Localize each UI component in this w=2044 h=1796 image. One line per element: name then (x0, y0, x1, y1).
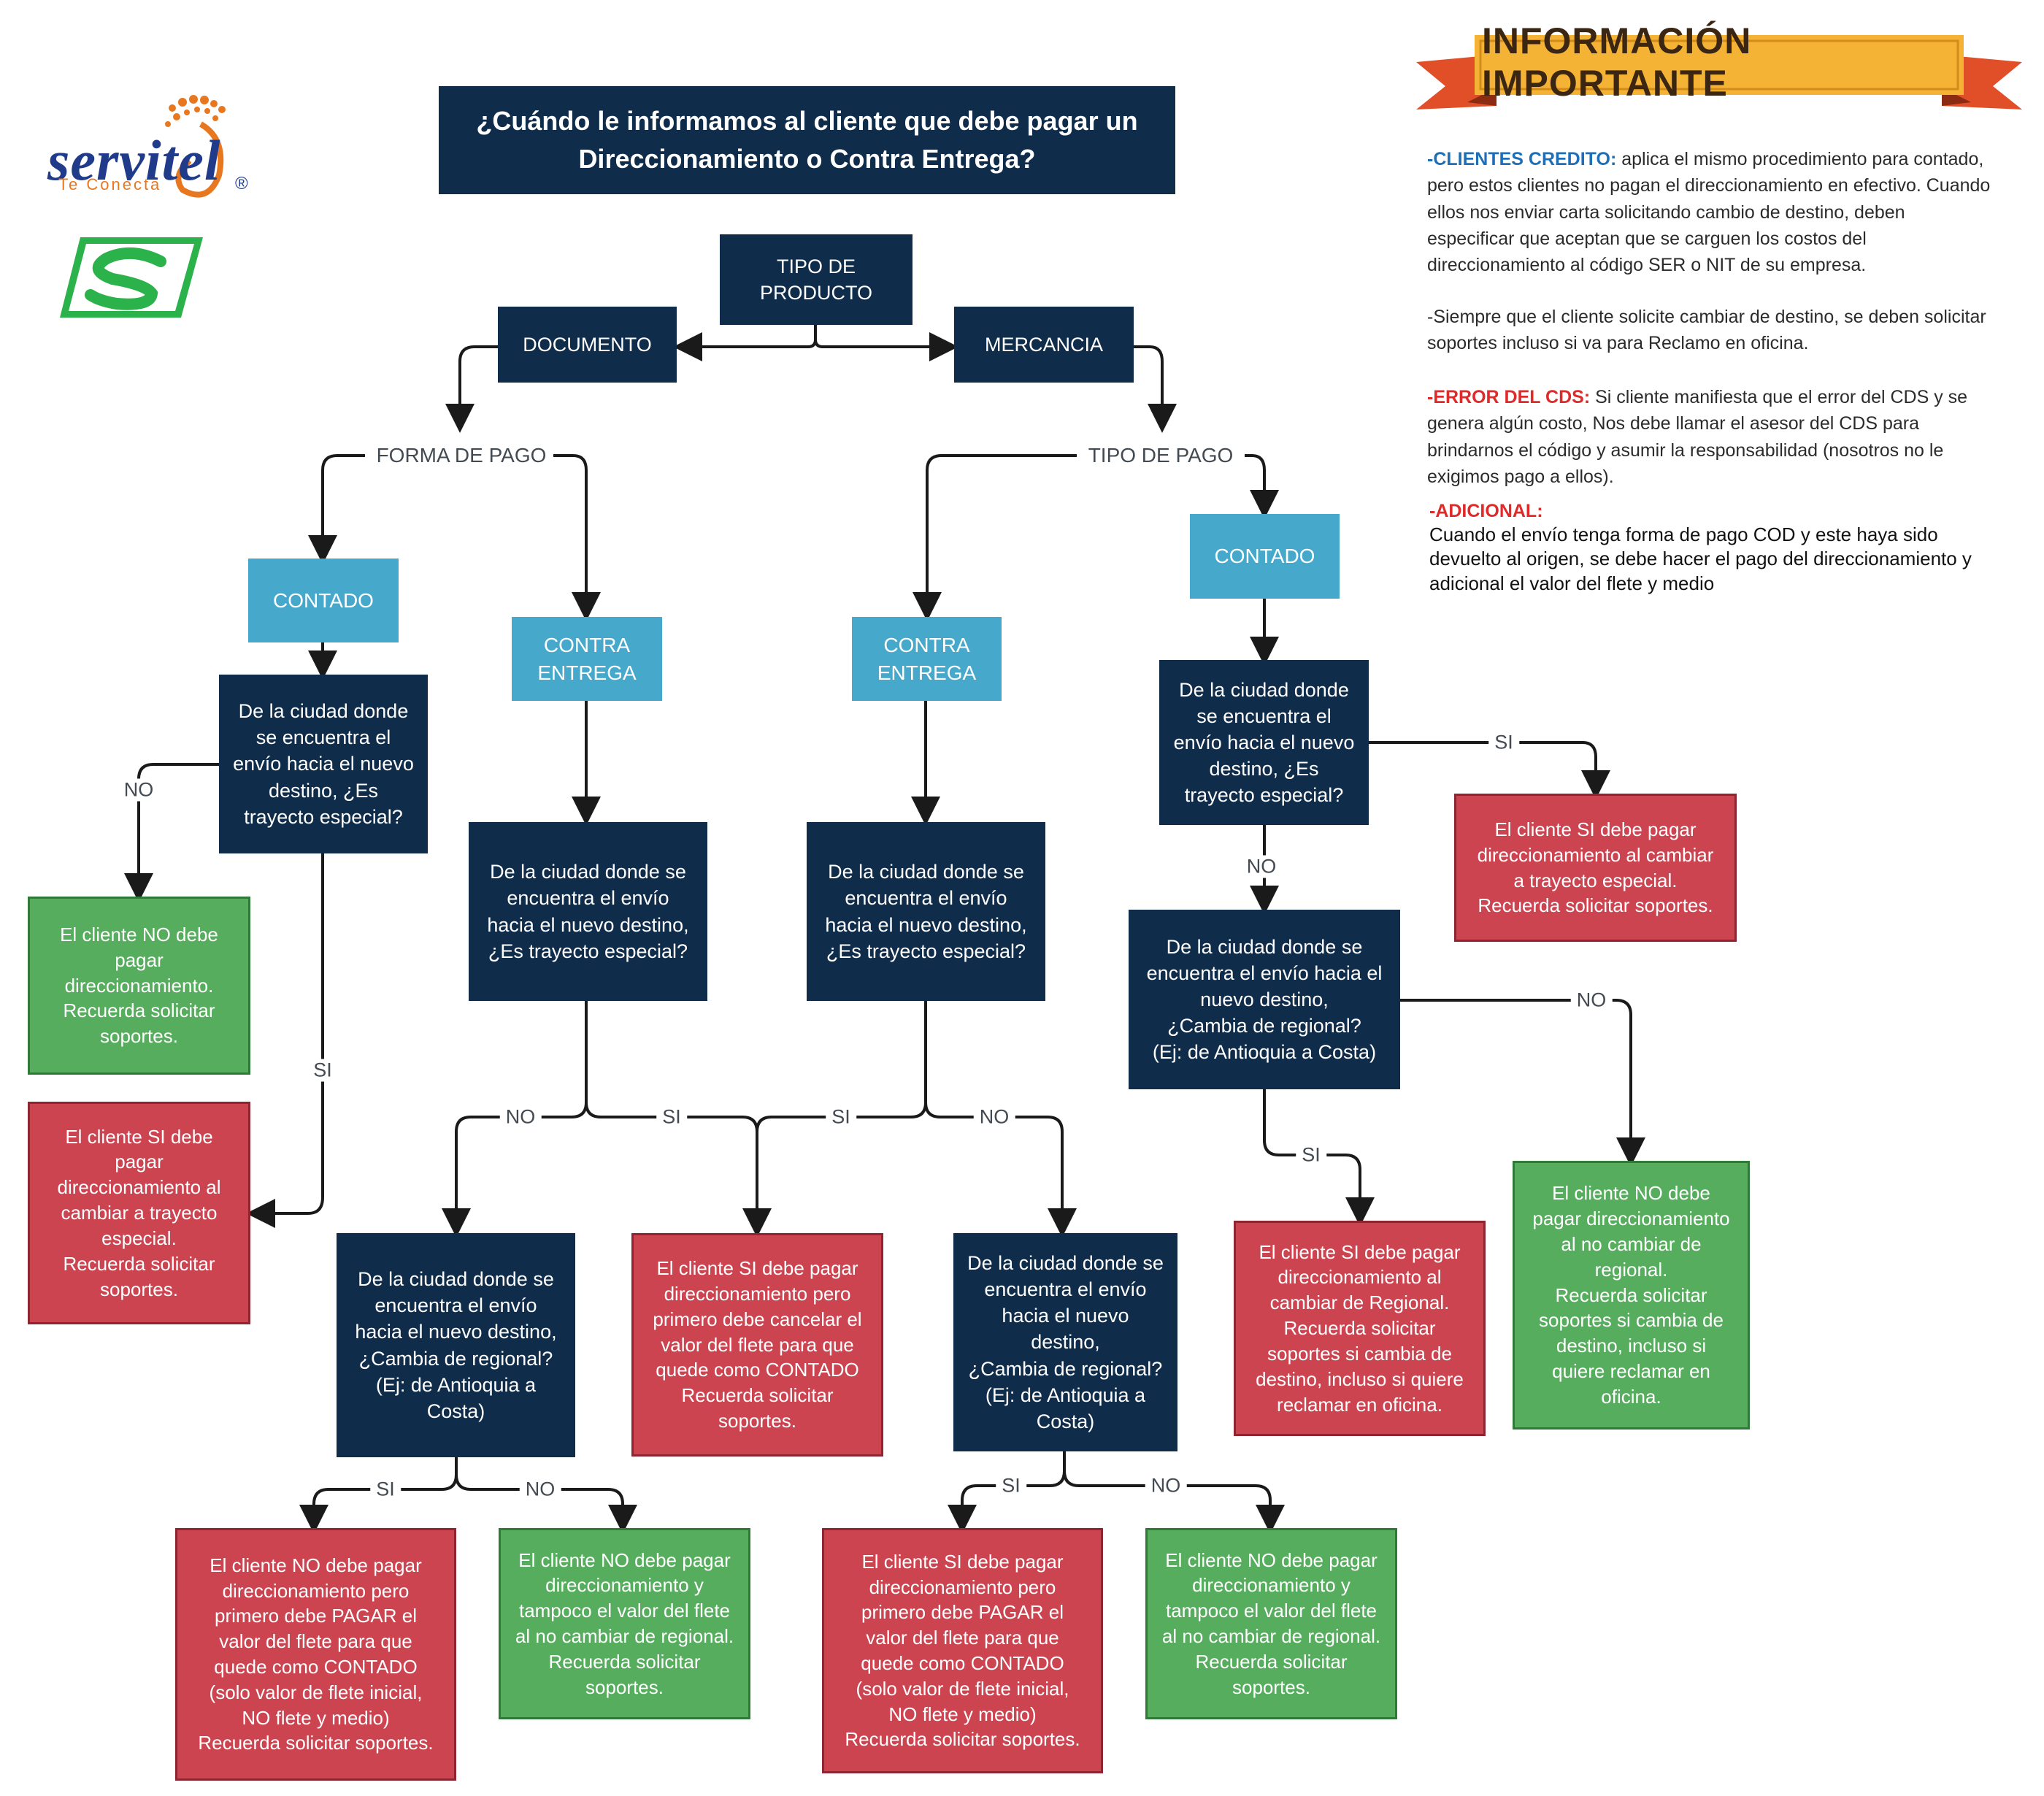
node-question-mid2: De la ciudad donde se encuentra el envío… (807, 822, 1045, 1001)
outcome-pay-right-regional: El cliente SI debe pagar direccionamient… (1234, 1221, 1486, 1436)
node-question-left: De la ciudad donde se encuentra el envío… (219, 675, 428, 853)
outcome-pay-left: El cliente SI debe pagar direccionamient… (28, 1102, 250, 1324)
node-tipo-producto: TIPO DE PRODUCTO (720, 234, 912, 325)
edge-label-si: SI (656, 1105, 687, 1129)
logo-registered: ® (235, 174, 248, 193)
info-paragraph-error-cds: -ERROR DEL CDS: Si cliente manifiesta qu… (1427, 384, 1997, 490)
logo-tagline: Te Conecta (58, 175, 162, 193)
connector-forma-contado (308, 454, 365, 564)
node-contra-entrega-1: CONTRA ENTREGA (512, 617, 662, 701)
connector-documento (673, 325, 817, 361)
node-question-right: De la ciudad donde se encuentra el envío… (1159, 660, 1369, 825)
edge-label-no: NO (118, 778, 160, 802)
edge-label-no: NO (1145, 1474, 1187, 1497)
outcome-bottom-3: El cliente SI debe pagar direccionamient… (822, 1528, 1103, 1773)
outcome-bottom-2: El cliente NO debe pagar direccionamient… (499, 1528, 750, 1719)
outcome-pay-mid: El cliente SI debe pagar direccionamient… (631, 1233, 883, 1457)
outcome-pay-right-special: El cliente SI debe pagar direccionamient… (1454, 794, 1737, 942)
logo-brand: servitel (47, 128, 221, 192)
s-emblem-icon (58, 234, 204, 321)
outcome-bottom-1: El cliente NO debe pagar direccionamient… (175, 1528, 456, 1781)
page-title: ¿Cuándo le informamos al cliente que deb… (439, 86, 1175, 194)
connector-tipo-contra (912, 454, 1077, 621)
info-key-error-cds: -ERROR DEL CDS: (1427, 387, 1591, 407)
edge-label-si: SI (1488, 731, 1519, 754)
node-documento: DOCUMENTO (498, 307, 677, 383)
connector-doc-forma (445, 345, 498, 433)
info-paragraph-credito: -CLIENTES CREDITO: aplica el mismo proce… (1427, 146, 1997, 278)
edge-label-si: SI (996, 1474, 1026, 1497)
node-question-mid2-regional: De la ciudad donde se encuentra el envío… (953, 1233, 1177, 1451)
label-tipo-de-pago: TIPO DE PAGO (1082, 444, 1240, 467)
info-text-adicional: Cuando el envío tenga forma de pago COD … (1429, 523, 1972, 594)
node-mercancia: MERCANCIA (954, 307, 1134, 383)
info-banner-ribbon (1416, 35, 2022, 110)
connector-merc-tipo (1134, 345, 1177, 433)
connector-reg2-no (1063, 1470, 1285, 1534)
info-key-credito: -CLIENTES CREDITO: (1427, 149, 1617, 169)
node-question-mid1-regional: De la ciudad donde se encuentra el envío… (337, 1233, 575, 1457)
connector-tipo-contado (1245, 454, 1279, 519)
node-question-right-regional: De la ciudad donde se encuentra el envío… (1129, 910, 1400, 1089)
outcome-bottom-4: El cliente NO debe pagar direccionamient… (1145, 1528, 1397, 1719)
edge-label-no: NO (1570, 989, 1613, 1012)
edge-label-no: NO (1240, 855, 1283, 878)
logo-swirl-icon (165, 95, 226, 198)
edge-label-si: SI (1296, 1143, 1326, 1167)
node-contado-left: CONTADO (248, 559, 399, 642)
connector-reg1-no (455, 1474, 637, 1534)
node-contado-right: CONTADO (1190, 514, 1340, 599)
connector-q-right-si (1369, 741, 1610, 799)
info-paragraph-soportes: -Siempre que el cliente solicite cambiar… (1427, 307, 1986, 354)
node-question-mid1: De la ciudad donde se encuentra el envío… (469, 822, 707, 1001)
info-key-adicional: -ADICIONAL: (1429, 498, 1999, 524)
node-contra-entrega-2: CONTRA ENTREGA (852, 617, 1002, 701)
edge-label-no: NO (973, 1105, 1015, 1129)
connector-q-right-reg-no (1400, 999, 1645, 1167)
edge-label-no: NO (499, 1105, 542, 1129)
outcome-no-pay-right-regional: El cliente NO debe pagar direccionamient… (1513, 1161, 1750, 1429)
connector-q-left-si (246, 853, 324, 1228)
info-key-adicional-label: -ADICIONAL: (1429, 501, 1543, 521)
edge-label-no: NO (519, 1478, 561, 1501)
edge-label-si: SI (307, 1059, 338, 1082)
label-forma-de-pago: FORMA DE PAGO (370, 444, 553, 467)
servitel-logo: servitel Te Conecta ® (44, 80, 285, 204)
connector-q-mid2-no (924, 1102, 1077, 1237)
connector-forma-contra (553, 454, 601, 621)
info-text-credito: aplica el mismo procedimiento para conta… (1427, 149, 1991, 275)
edge-label-si: SI (826, 1105, 856, 1129)
connector-mercancia (814, 325, 958, 361)
edge-label-si: SI (370, 1478, 401, 1501)
outcome-no-pay-left: El cliente NO debe pagar direccionamient… (28, 897, 250, 1075)
info-text-error-cds: Si cliente manifiesta que el error del C… (1427, 387, 1968, 487)
